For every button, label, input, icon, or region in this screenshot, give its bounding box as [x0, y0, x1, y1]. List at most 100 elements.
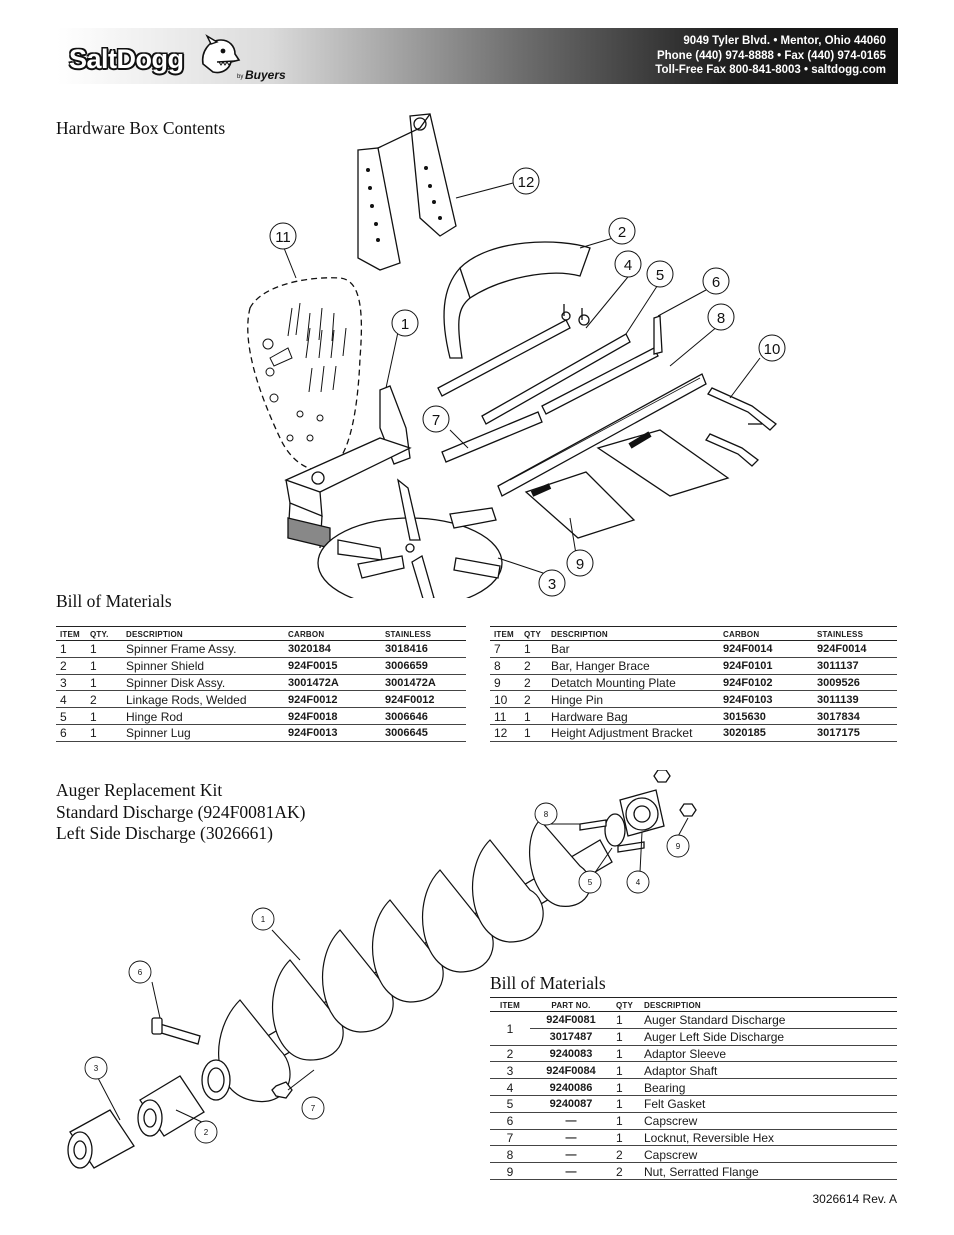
- description-cell: Locknut, Reversible Hex: [640, 1129, 897, 1147]
- auger-exploded-diagram: 1 6 3 2 7 8 5 4 9: [67, 770, 697, 1169]
- item-cell: 7: [490, 640, 520, 658]
- stainless-part-cell: 924F0012: [381, 690, 466, 709]
- carbon-part-cell: 924F0102: [719, 674, 813, 692]
- description-cell: Spinner Shield: [122, 657, 284, 675]
- bar-part: [441, 411, 543, 463]
- item-cell: 5: [490, 1095, 530, 1113]
- qty-cell: 1: [520, 724, 547, 742]
- document-number: 3026614 Rev. A: [812, 1192, 897, 1206]
- item-cell: 10: [490, 690, 520, 709]
- carbon-part-cell: 3020185: [719, 724, 813, 742]
- description-cell: Linkage Rods, Welded: [122, 690, 284, 709]
- callout-11: 11: [275, 229, 291, 246]
- qty-cell: 1: [612, 1095, 640, 1113]
- col-stainless: STAINLESS: [381, 626, 466, 641]
- auger-callout-9: 9: [676, 842, 681, 851]
- description-cell: Auger Standard Discharge: [640, 1011, 897, 1029]
- qty-cell: 1: [86, 674, 122, 692]
- hardware-bag-part: [247, 277, 363, 471]
- callout-4: 4: [624, 257, 632, 274]
- fax-web-line: Toll-Free Fax 800-841-8003 • saltdogg.co…: [655, 64, 886, 76]
- company-address: 9049 Tyler Blvd. • Mentor, Ohio 44060 Ph…: [655, 34, 886, 78]
- qty-cell: 2: [520, 690, 547, 709]
- callout-6: 6: [712, 274, 720, 291]
- part-number-cell: —: [530, 1129, 612, 1147]
- col-description: DESCRIPTION: [547, 626, 719, 641]
- auger-kit-title: Auger Replacement Kit Standard Discharge…: [56, 780, 306, 845]
- col-part-no: PART NO.: [530, 997, 612, 1012]
- col-qty: QTY: [520, 626, 547, 641]
- item-cell: 5: [56, 707, 86, 725]
- stainless-part-cell: 3011137: [813, 657, 897, 675]
- stainless-part-cell: 3006645: [381, 724, 466, 742]
- description-cell: Spinner Disk Assy.: [122, 674, 284, 692]
- description-cell: Height Adjustment Bracket: [547, 724, 719, 742]
- item-cell: 9: [490, 1162, 530, 1180]
- description-cell: Hardware Bag: [547, 707, 719, 725]
- callout-2: 2: [618, 224, 626, 241]
- col-qty: QTY.: [86, 626, 122, 641]
- col-item: ITEM: [490, 626, 520, 641]
- col-description: DESCRIPTION: [640, 997, 897, 1012]
- stainless-part-cell: 3009526: [813, 674, 897, 692]
- auger-callout-1: 1: [261, 915, 266, 924]
- carbon-part-cell: 924F0015: [284, 657, 381, 675]
- bom1-left-table: ITEM QTY. DESCRIPTION CARBON STAINLESS 1…: [56, 626, 466, 742]
- col-carbon: CARBON: [719, 626, 813, 641]
- description-cell: Bearing: [640, 1078, 897, 1096]
- description-cell: Spinner Frame Assy.: [122, 640, 284, 658]
- callout-5: 5: [656, 267, 664, 284]
- description-cell: Capscrew: [640, 1145, 897, 1164]
- carbon-part-cell: 3001472A: [284, 674, 381, 692]
- stainless-part-cell: 924F0014: [813, 640, 897, 658]
- item-cell: 1: [490, 1011, 530, 1046]
- auger-callout-8: 8: [544, 810, 549, 819]
- part-number-cell: 3017487: [530, 1028, 612, 1046]
- carbon-part-cell: 924F0014: [719, 640, 813, 658]
- table-header-row: ITEM QTY. DESCRIPTION CARBON STAINLESS: [56, 626, 466, 641]
- description-cell: Bar, Hanger Brace: [547, 657, 719, 675]
- auger-title-line1: Auger Replacement Kit: [56, 780, 223, 800]
- col-carbon: CARBON: [284, 626, 381, 641]
- description-cell: Capscrew: [640, 1112, 897, 1130]
- auger-callout-6: 6: [138, 968, 143, 977]
- auger-callout-2: 2: [204, 1128, 209, 1137]
- callout-1: 1: [401, 316, 409, 333]
- qty-cell: 1: [520, 707, 547, 725]
- callout-9: 9: [576, 556, 584, 573]
- col-description: DESCRIPTION: [122, 626, 284, 641]
- item-cell: 8: [490, 657, 520, 675]
- callout-3: 3: [548, 576, 556, 593]
- table-header-row: ITEM PART NO. QTY DESCRIPTION: [490, 997, 897, 1012]
- carbon-part-cell: 3015630: [719, 707, 813, 725]
- stainless-part-cell: 3018416: [381, 640, 466, 658]
- item-cell: 6: [490, 1112, 530, 1130]
- item-cell: 8: [490, 1145, 530, 1164]
- stainless-part-cell: 3006646: [381, 707, 466, 725]
- description-cell: Bar: [547, 640, 719, 658]
- item-cell: 2: [490, 1045, 530, 1063]
- callout-10: 10: [764, 341, 781, 358]
- carbon-part-cell: 924F0101: [719, 657, 813, 675]
- qty-cell: 2: [520, 657, 547, 675]
- qty-cell: 1: [612, 1061, 640, 1080]
- part-number-cell: —: [530, 1145, 612, 1164]
- callout-7: 7: [432, 412, 440, 429]
- qty-cell: 1: [520, 640, 547, 658]
- stainless-part-cell: 3006659: [381, 657, 466, 675]
- logo-by: by: [237, 74, 244, 80]
- carbon-part-cell: 924F0103: [719, 690, 813, 709]
- header-banner: SaltDogg by Buyers 9049 Tyler Blvd. • Me…: [57, 28, 898, 84]
